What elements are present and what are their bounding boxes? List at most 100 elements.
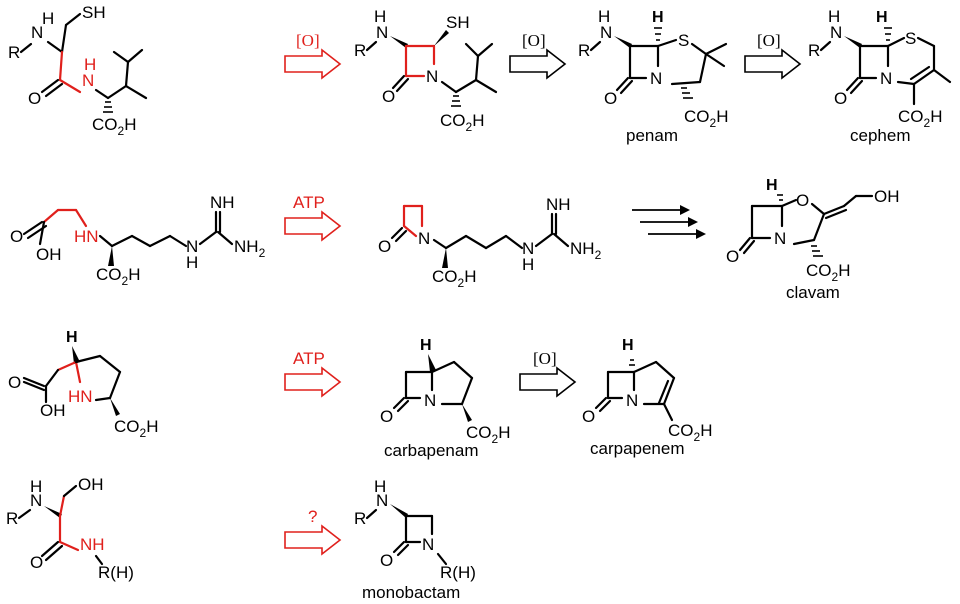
- reaction-arrow-oxidation-2: [O]: [509, 31, 567, 80]
- svg-text:[O]: [O]: [533, 349, 557, 368]
- svg-text:O: O: [380, 551, 393, 570]
- svg-text:R: R: [578, 41, 590, 60]
- svg-text:OH: OH: [40, 401, 66, 420]
- svg-text:[O]: [O]: [522, 31, 546, 50]
- svg-text:H: H: [876, 9, 888, 26]
- svg-text:O: O: [834, 89, 847, 108]
- svg-text:N: N: [522, 239, 534, 258]
- svg-text:H: H: [652, 9, 664, 26]
- svg-text:O: O: [378, 237, 391, 256]
- svg-text:H: H: [374, 7, 386, 26]
- svg-text:SH: SH: [82, 3, 106, 22]
- svg-text:CO2H: CO2H: [898, 107, 942, 130]
- reaction-arrow-oxidation-4: [O]: [519, 349, 577, 398]
- svg-text:N: N: [418, 229, 430, 248]
- precursor-tripeptide: R N H SH O N H CO2H: [8, 3, 148, 138]
- svg-text:H: H: [374, 477, 386, 496]
- svg-text:H: H: [186, 253, 198, 272]
- reaction-arrow-oxidation-1: [O]: [284, 31, 342, 80]
- reaction-arrow-oxidation-3: [O]: [744, 31, 802, 80]
- svg-text:NH: NH: [546, 195, 571, 214]
- svg-text:HN: HN: [68, 387, 93, 406]
- label-carpapenem: carpapenem: [590, 439, 685, 458]
- precursor-carboxyethyl-arginine: O OH HN CO2H N H NH NH2: [10, 193, 266, 288]
- svg-text:NH2: NH2: [234, 237, 266, 260]
- multistep-arrows: [632, 205, 706, 239]
- svg-text:CO2H: CO2H: [96, 265, 140, 288]
- svg-text:[O]: [O]: [296, 31, 320, 50]
- svg-text:H: H: [622, 337, 634, 354]
- reaction-arrow-atp-1: ATP: [284, 193, 342, 242]
- svg-text:CO2H: CO2H: [684, 107, 728, 130]
- svg-text:CO2H: CO2H: [114, 417, 158, 440]
- svg-text:O: O: [28, 89, 41, 108]
- svg-text:H: H: [84, 55, 96, 74]
- svg-text:N: N: [186, 237, 198, 256]
- label-cephem: cephem: [850, 126, 910, 145]
- svg-text:N: N: [830, 23, 842, 42]
- svg-text:ATP: ATP: [293, 349, 325, 368]
- svg-text:O: O: [382, 87, 395, 106]
- svg-text:CO2H: CO2H: [432, 267, 476, 290]
- svg-text:H: H: [766, 177, 778, 194]
- svg-text:CO2H: CO2H: [440, 111, 484, 134]
- intermediate-deoxyguanidinoproclavaminate: O N CO2H N H NH NH2: [378, 195, 602, 290]
- svg-text:H: H: [66, 329, 78, 346]
- precursor-serine-amide: R N H OH O NH R(H): [6, 475, 134, 582]
- svg-text:?: ?: [308, 507, 317, 526]
- svg-text:N: N: [880, 69, 892, 88]
- svg-text:CO2H: CO2H: [92, 115, 136, 138]
- svg-text:O: O: [380, 407, 393, 426]
- penam-structure: R N H H S N O CO2H penam: [578, 7, 728, 145]
- label-penam: penam: [626, 126, 678, 145]
- svg-text:R: R: [354, 509, 366, 528]
- svg-text:O: O: [604, 89, 617, 108]
- svg-text:NH: NH: [210, 193, 235, 212]
- svg-text:ATP: ATP: [293, 193, 325, 212]
- svg-text:R: R: [808, 41, 820, 60]
- svg-text:N: N: [774, 229, 786, 248]
- reaction-arrow-unknown: ?: [284, 507, 342, 556]
- monobactam-structure: R N H N O R(H) monobactam: [354, 477, 476, 602]
- svg-text:N: N: [31, 23, 43, 42]
- cephem-structure: R N H H S N O CO2H cephem: [808, 7, 952, 145]
- svg-text:O: O: [30, 553, 43, 572]
- svg-text:N: N: [376, 23, 388, 42]
- svg-text:N: N: [650, 69, 662, 88]
- svg-text:N: N: [426, 67, 438, 86]
- svg-text:SH: SH: [446, 13, 470, 32]
- label-clavam: clavam: [786, 283, 840, 302]
- svg-text:R: R: [6, 509, 18, 528]
- svg-text:H: H: [420, 337, 432, 354]
- svg-text:R(H): R(H): [98, 563, 134, 582]
- svg-text:[O]: [O]: [757, 31, 781, 50]
- svg-text:N: N: [626, 391, 638, 410]
- svg-text:S: S: [905, 29, 916, 48]
- svg-text:OH: OH: [874, 187, 900, 206]
- svg-text:H: H: [42, 9, 54, 28]
- svg-text:H: H: [522, 255, 534, 274]
- label-carbapenam: carbapenam: [384, 441, 479, 460]
- svg-text:N: N: [376, 491, 388, 510]
- label-monobactam: monobactam: [362, 583, 460, 602]
- svg-text:R: R: [354, 41, 366, 60]
- svg-text:N: N: [82, 71, 94, 90]
- precursor-carboxymethylproline: H O OH HN CO2H: [8, 329, 158, 440]
- carbapenem-structure: H N O CO2H carpapenem: [582, 337, 712, 458]
- svg-text:O: O: [10, 227, 23, 246]
- svg-text:OH: OH: [78, 475, 104, 494]
- svg-text:S: S: [678, 31, 689, 50]
- svg-text:O: O: [582, 407, 595, 426]
- svg-text:N: N: [422, 535, 434, 554]
- svg-text:N: N: [30, 491, 42, 510]
- svg-text:CO2H: CO2H: [668, 421, 712, 444]
- clavam-structure: H O N OH O CO2H clavam: [726, 177, 900, 302]
- svg-text:NH2: NH2: [570, 239, 602, 262]
- svg-text:H: H: [598, 7, 610, 26]
- svg-text:O: O: [796, 191, 809, 210]
- svg-text:N: N: [424, 391, 436, 410]
- svg-text:O: O: [726, 247, 739, 266]
- svg-text:H: H: [828, 7, 840, 26]
- reaction-arrow-atp-2: ATP: [284, 349, 342, 398]
